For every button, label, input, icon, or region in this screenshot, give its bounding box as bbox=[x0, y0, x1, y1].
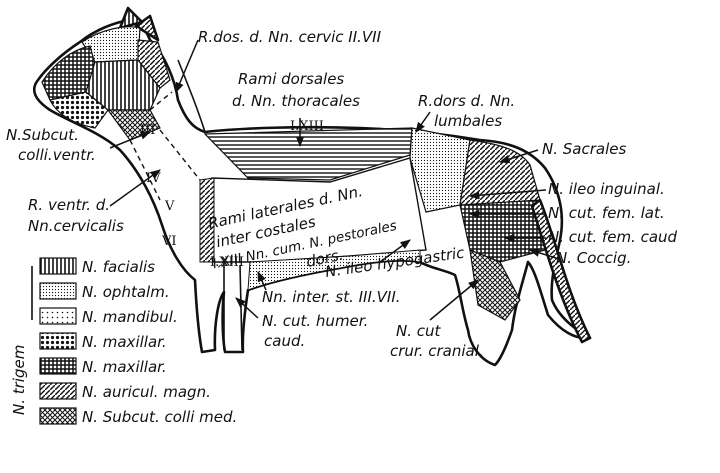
lumbar-region bbox=[409, 127, 471, 213]
legend-label: N. maxillar. bbox=[82, 358, 167, 376]
label-roman-i-xiii-b: I.XIII bbox=[210, 255, 244, 270]
label-roman-i-xiii: I.XIII bbox=[290, 119, 324, 134]
label-r-dos-cervic: R.dos. d. Nn. cervic II.VII bbox=[198, 28, 382, 46]
label-roman-iii: III bbox=[140, 123, 155, 138]
legend-label: N. auricul. magn. bbox=[82, 383, 211, 401]
arrow-subcut bbox=[109, 131, 151, 149]
arrow-ventr bbox=[109, 169, 161, 207]
arrow-ileo-inguinal bbox=[468, 189, 547, 200]
legend-swatch bbox=[39, 382, 77, 400]
legend-item: N. auricul. magn. bbox=[39, 382, 211, 401]
arrow-cervic bbox=[175, 39, 199, 93]
label-n-ileo-inguinal: N. ileo inguinal. bbox=[548, 180, 665, 198]
dog-figure bbox=[33, 6, 592, 367]
dog-ear-2 bbox=[134, 14, 160, 42]
arrow-sacrales bbox=[498, 149, 539, 164]
arrow-crur bbox=[429, 279, 479, 321]
legend-item: N. Subcut. colli med. bbox=[39, 407, 237, 426]
legend-label: N. maxillar. bbox=[82, 333, 167, 351]
legend-label: N. mandibul. bbox=[82, 308, 178, 326]
label-n-cut-crur: N. cut bbox=[396, 322, 442, 340]
label-r-dors-lumb: R.dors d. Nn. bbox=[418, 92, 515, 110]
legend-item: N. ophtalm. bbox=[39, 282, 170, 301]
label-rami-dorsales-2: d. Nn. thoracales bbox=[232, 92, 360, 110]
legend-swatch bbox=[39, 282, 77, 300]
arrow-ileo-hypo bbox=[379, 239, 411, 263]
back-region-thoracales bbox=[203, 127, 413, 181]
arrow-coccig bbox=[528, 248, 557, 259]
label-nn-inter-st: Nn. inter. st. III.VII. bbox=[262, 288, 401, 306]
legend-swatch bbox=[39, 357, 77, 375]
dog-ear bbox=[118, 6, 144, 30]
label-n-coccig: N. Coccig. bbox=[556, 249, 631, 267]
label-roman-iv: IV bbox=[146, 171, 161, 186]
nerve-line-dorsal bbox=[177, 59, 206, 133]
thigh-region-grid bbox=[459, 199, 546, 263]
label-roman-vi: VI bbox=[161, 234, 177, 249]
label-roman-v: V bbox=[164, 199, 175, 214]
label-r-ventr-2: Nn.cervicalis bbox=[28, 217, 124, 235]
legend-swatch bbox=[39, 307, 77, 325]
dog-tail bbox=[530, 198, 592, 344]
legend-label: N. ophtalm. bbox=[82, 283, 170, 301]
label-n-sacrales: N. Sacrales bbox=[542, 140, 626, 158]
nerve-line-dashed bbox=[129, 91, 201, 201]
label-n-cut-fem-caud: N. cut. fem. caud bbox=[548, 228, 678, 246]
label-r-ventr: R. ventr. d. bbox=[28, 196, 110, 214]
legend-item: N. maxillar. bbox=[39, 332, 167, 351]
legend-swatch bbox=[39, 257, 77, 275]
label-n-cut-fem-lat: N. cut. fem. lat. bbox=[548, 204, 665, 222]
head-region-auricul bbox=[137, 39, 171, 89]
legend-swatch bbox=[39, 332, 77, 350]
label-rami-dorsales: Rami dorsales bbox=[238, 70, 344, 88]
label-n-cut-humer-2: caud. bbox=[264, 332, 305, 350]
label-r-dors-lumb-2: lumbales bbox=[434, 112, 502, 130]
arrow-lumbales bbox=[415, 111, 431, 133]
flank-inner-hatch bbox=[199, 177, 215, 263]
belly-region-dots bbox=[247, 249, 421, 291]
legend-item: N. facialis bbox=[39, 257, 155, 276]
arrow-humer bbox=[235, 297, 259, 319]
label-n-cut-humer: N. cut. humer. bbox=[262, 312, 368, 330]
head-region-mandibul bbox=[49, 91, 109, 129]
label-n-trigem: N. trigem bbox=[10, 345, 28, 415]
arrows bbox=[109, 39, 557, 321]
legend-item: N. mandibul. bbox=[39, 307, 178, 326]
legend-label: N. facialis bbox=[82, 258, 155, 276]
label-n-subcut: N.Subcut. bbox=[6, 126, 79, 144]
label-n-cut-crur-2: crur. cranial. bbox=[390, 342, 484, 360]
legend: N. facialis N. ophtalm. N. mandibul. N. max… bbox=[39, 257, 237, 426]
nerve-line-leg bbox=[223, 262, 243, 351]
label-n-subcut-2: colli.ventr. bbox=[18, 146, 96, 164]
arrow-inter-st bbox=[257, 271, 267, 291]
legend-label: N. Subcut. colli med. bbox=[82, 408, 237, 426]
legend-item: N. maxillar. bbox=[39, 357, 167, 376]
thigh-lower-region bbox=[469, 249, 521, 321]
legend-swatch bbox=[39, 407, 77, 425]
